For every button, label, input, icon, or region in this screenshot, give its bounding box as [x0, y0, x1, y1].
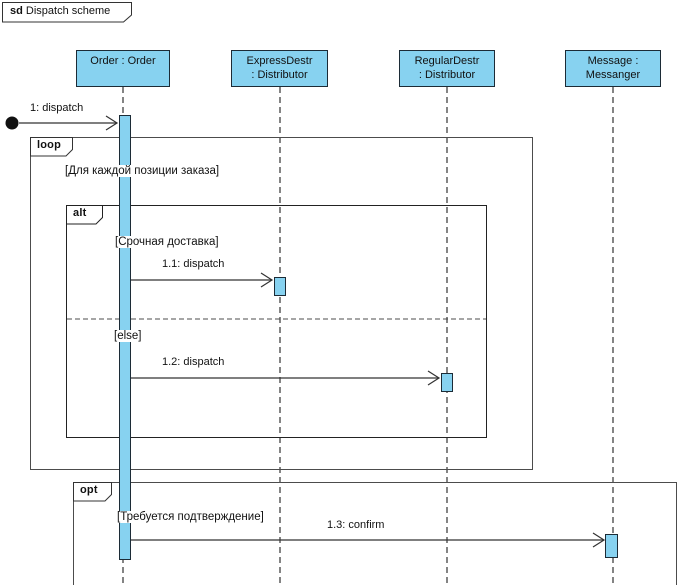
diagram-title: sd Dispatch scheme — [10, 5, 110, 17]
message-1-3-label: 1.3: confirm — [325, 519, 387, 531]
lifeline-head-regulardestr: RegularDestr : Distributor — [399, 50, 495, 87]
lifeline-head-message: Message : Messanger — [565, 50, 661, 87]
guard-loop: [Для каждой позиции заказа] — [63, 165, 222, 177]
guard-opt: [Требуется подтверждение] — [115, 511, 266, 523]
lifeline-head-label: Message : — [587, 55, 639, 67]
execution-expressdestr — [274, 277, 286, 296]
fragment-operator-alt: alt — [66, 205, 104, 225]
pentagon-shape-icon — [30, 137, 73, 157]
diagram-title-keyword: sd — [10, 5, 23, 17]
message-1-1-label: 1.1: dispatch — [160, 258, 227, 270]
fragment-loop — [30, 137, 533, 470]
lifeline-head-order: Order : Order — [76, 50, 170, 87]
diagram-title-text: Dispatch scheme — [25, 5, 111, 17]
lifeline-head-label: Order : Order — [90, 55, 156, 67]
message-1-label: 1: dispatch — [28, 102, 86, 114]
lifeline-head-label: : Distributor — [251, 69, 308, 81]
found-message-dot — [5, 116, 19, 130]
fragment-operator-opt: opt — [73, 482, 113, 502]
lifeline-head-expressdestr: ExpressDestr : Distributor — [231, 50, 328, 87]
fragment-opt — [73, 482, 677, 585]
operator-label: alt — [73, 207, 87, 219]
message-1-2-label: 1.2: dispatch — [160, 356, 227, 368]
fragment-operator-loop: loop — [30, 137, 74, 157]
lifeline-head-label: RegularDestr — [414, 55, 480, 67]
diagram-title-frame: sd Dispatch scheme — [2, 2, 134, 23]
lifeline-head-label: Messanger — [585, 69, 641, 81]
pentagon-shape-icon — [2, 2, 132, 23]
lifeline-head-label: : Distributor — [418, 69, 476, 81]
message-1-arrowhead-icon — [105, 115, 119, 131]
pentagon-shape-icon — [73, 482, 112, 502]
guard-alt-else: [else] — [112, 330, 144, 342]
execution-message — [605, 534, 618, 558]
execution-regulardestr — [441, 373, 453, 392]
pentagon-shape-icon — [66, 205, 103, 225]
fragment-alt — [66, 205, 487, 438]
operator-label: opt — [80, 484, 98, 496]
operator-label: loop — [37, 139, 62, 151]
guard-alt-1: [Срочная доставка] — [113, 236, 221, 248]
lifeline-head-label: ExpressDestr — [246, 55, 313, 67]
